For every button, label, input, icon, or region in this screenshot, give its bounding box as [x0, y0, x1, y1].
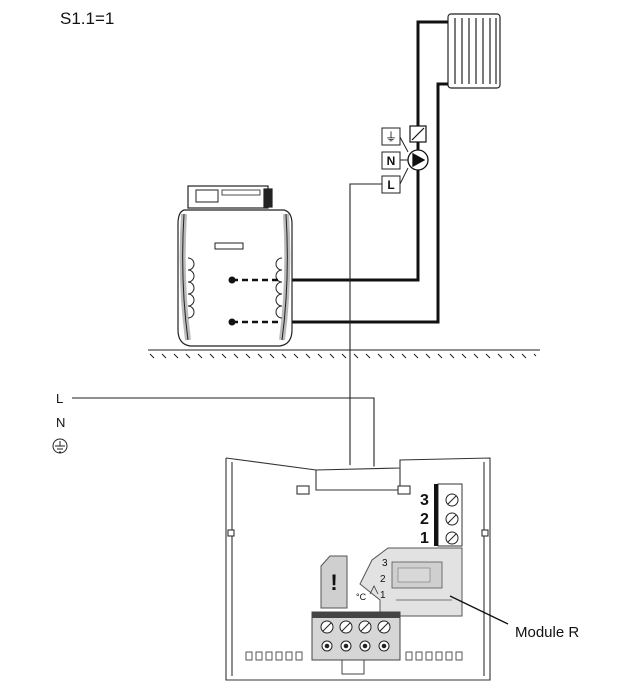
module-r: 3 2 1 °C — [356, 547, 463, 617]
pump-terminal-earth: ⏚ — [385, 130, 397, 144]
heat-pump-connections — [228, 276, 280, 326]
terminal-1-label: 1 — [420, 530, 429, 547]
pump-terminal-l: L — [387, 178, 394, 192]
earth-icon — [52, 438, 68, 454]
warning-symbol: ! — [330, 570, 337, 595]
return-pipe — [280, 82, 448, 324]
module-r-leader — [449, 595, 509, 625]
pump-icon — [407, 149, 429, 171]
setting-title: S1.1=1 — [60, 9, 114, 28]
heat-pump-unit — [177, 185, 293, 347]
pump-terminal-n: N — [387, 154, 396, 168]
relay-label-3: 3 — [382, 558, 388, 569]
terminal-3-label: 3 — [420, 492, 429, 509]
terminal-strip: 3 2 1 — [420, 483, 463, 547]
relay-label-2: 2 — [380, 574, 386, 585]
ground-line — [148, 349, 540, 359]
controller-housing — [225, 457, 491, 681]
pump-wires — [399, 136, 409, 185]
temp-unit-label: °C — [356, 592, 367, 602]
pump-terminal-block: ⏚ N L — [381, 127, 401, 194]
radiator — [447, 13, 501, 89]
valve-icon — [409, 125, 427, 143]
terminal-2-label: 2 — [420, 511, 429, 528]
supply-terminal-block — [311, 611, 401, 675]
vent-slots — [245, 651, 463, 661]
module-r-label: Module R — [515, 624, 579, 641]
warning-icon: ! — [320, 555, 348, 609]
relay-label-1: 1 — [380, 590, 386, 601]
supply-l-label: L — [56, 391, 63, 406]
supply-n-label: N — [56, 415, 65, 430]
